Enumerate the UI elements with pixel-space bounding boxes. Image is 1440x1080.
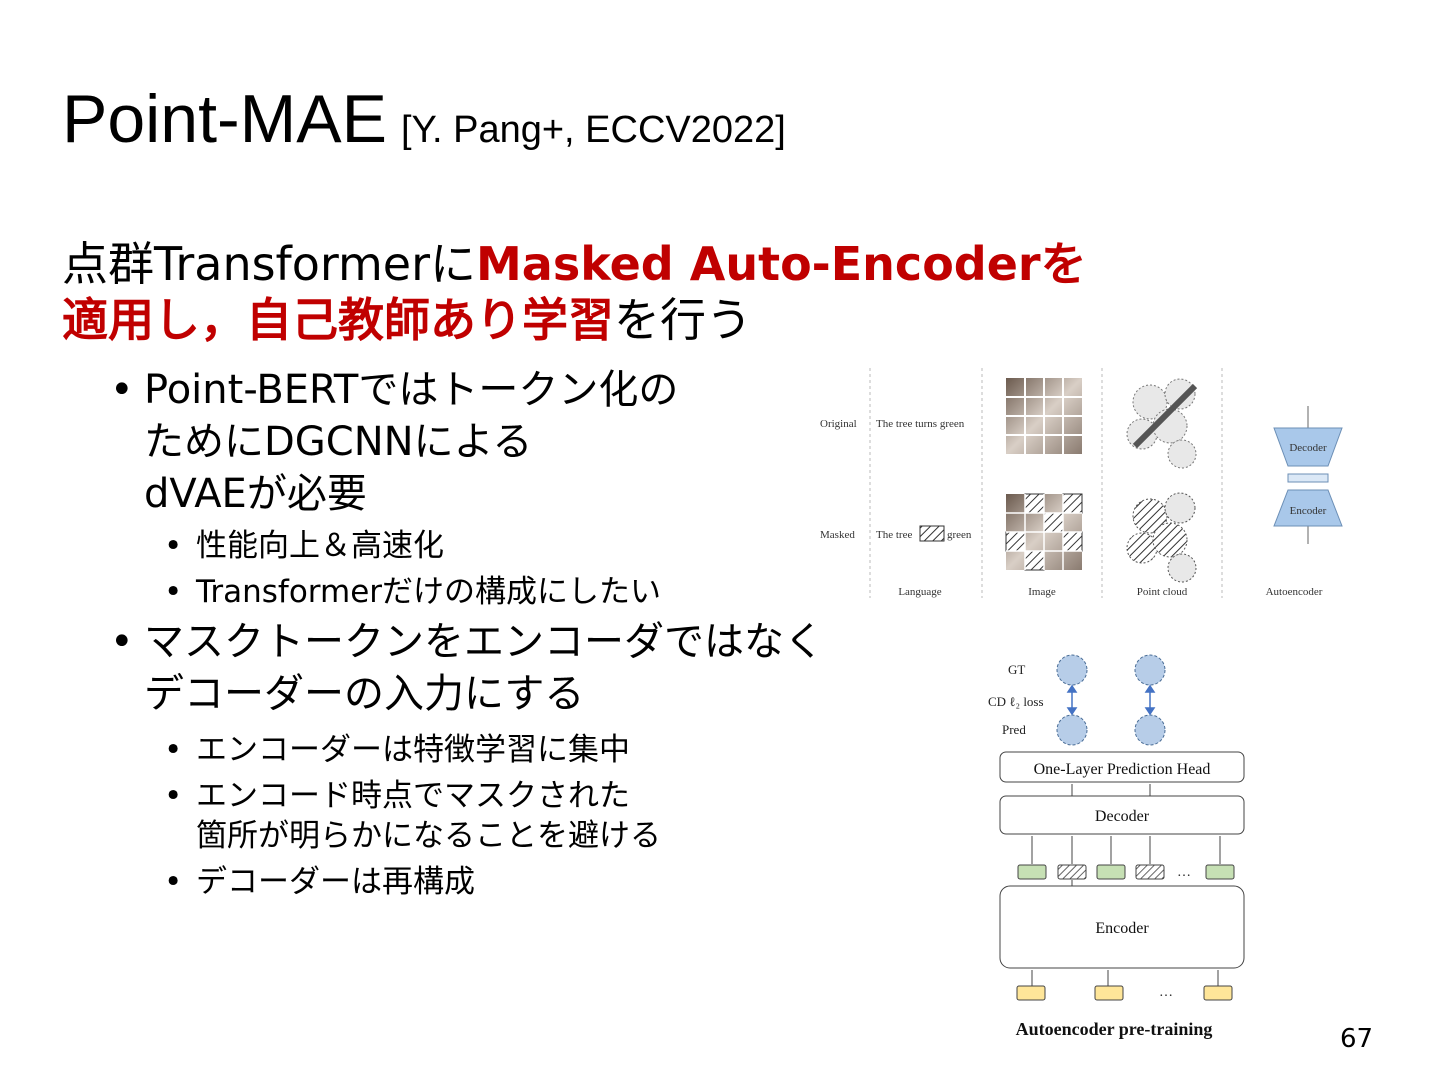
- col-label-autoencoder: Autoencoder: [1266, 586, 1323, 598]
- sub-bullet-line: 箇所が明らかになることを避ける: [196, 818, 661, 854]
- lead-line2-plain: を行う: [614, 293, 752, 347]
- image-masked: [1005, 493, 1083, 571]
- decoder-input-arrows: [1031, 836, 1221, 864]
- pred-label: Pred: [1002, 722, 1026, 737]
- slide-title: Point-MAE [Y. Pang+, ECCV2022]: [62, 80, 786, 158]
- decoder-tokens-ellipsis: …: [1177, 865, 1191, 880]
- row-label-original: Original: [820, 418, 857, 430]
- bullet-line: マスクトークンをエンコーダではなく: [144, 619, 824, 665]
- bullet-line: デコーダーの入力にする: [144, 671, 585, 717]
- lead-text: 点群TransformerにMasked Auto-Encoderを 適用し，自…: [62, 236, 1087, 348]
- lead-line2-highlight: 適用し，自己教師あり学習: [62, 293, 614, 347]
- top-decoder-label: Decoder: [1289, 442, 1327, 454]
- bullet-line: Point-BERTではトークン化の: [144, 367, 679, 413]
- encoder-box: [999, 885, 1245, 969]
- masking-modalities-figure: Original Masked The tree turns green The…: [820, 368, 1343, 598]
- sub-bullet: エンコード時点でマスクされた 箇所が明らかになることを避ける: [164, 776, 824, 856]
- autoencoder-pretraining-figure: GT CD ℓ₂ loss Pred One-Layer Prediction …: [988, 654, 1245, 1039]
- masked-word-box: [919, 525, 945, 542]
- gt-label: GT: [1008, 662, 1025, 677]
- bullet-line: dVAEが必要: [144, 471, 367, 517]
- autoencoder-diagram: Decoder Encoder: [1273, 406, 1343, 544]
- cd-loss-label: CD ℓ₂ loss: [988, 694, 1044, 709]
- bullet-line: ためにDGCNNによる: [144, 419, 533, 465]
- encoder-input-arrows: [1031, 970, 1219, 986]
- decoder-input-tokens: [1017, 864, 1235, 880]
- title-citation: [Y. Pang+, ECCV2022]: [401, 109, 786, 151]
- encoder-label: Encoder: [1095, 920, 1149, 937]
- sub-bullet: エンコーダーは特徴学習に集中: [164, 730, 824, 770]
- prediction-head-box: [999, 751, 1245, 783]
- row-label-masked: Masked: [820, 529, 855, 541]
- gt-pred-circles: [1056, 654, 1166, 746]
- col-label-language: Language: [898, 586, 941, 598]
- bullet-point-bert: Point-BERTではトークン化の ためにDGCNNによる dVAEが必要: [110, 364, 824, 520]
- lead-line1-plain: 点群Transformerに: [62, 237, 477, 291]
- decoder-label: Decoder: [1095, 808, 1150, 825]
- encoder-tokens-ellipsis: …: [1159, 985, 1173, 1000]
- lead-line1-highlight: Masked Auto-Encoderを: [476, 237, 1087, 291]
- bullet-list: Point-BERTではトークン化の ためにDGCNNによる dVAEが必要 性…: [110, 364, 824, 902]
- col-label-point-cloud: Point cloud: [1137, 586, 1188, 598]
- top-encoder-label: Encoder: [1290, 505, 1327, 517]
- language-original-text: The tree turns green: [876, 418, 965, 430]
- sub-bullet: 性能向上＆高速化: [164, 526, 824, 566]
- point-cloud-masked: [1126, 492, 1197, 583]
- loss-arrows: [1066, 684, 1156, 716]
- bullet-mask-token: マスクトークンをエンコーダではなく デコーダーの入力にする: [110, 616, 824, 720]
- page-number: 67: [1340, 1024, 1374, 1054]
- image-original: [1006, 378, 1082, 454]
- col-label-image: Image: [1028, 586, 1056, 598]
- title-main: Point-MAE: [62, 81, 387, 157]
- prediction-head-label: One-Layer Prediction Head: [1034, 761, 1211, 778]
- point-cloud-original: [1126, 378, 1198, 469]
- sub-bullet: Transformerだけの構成にしたい: [164, 572, 824, 612]
- sub-bullet-line: エンコード時点でマスクされた: [196, 778, 630, 814]
- decoder-box: [999, 795, 1245, 835]
- sub-bullet: デコーダーは再構成: [164, 862, 824, 902]
- language-masked-text-a: The tree: [876, 529, 912, 541]
- language-masked-text-b: green: [947, 529, 972, 541]
- figure-caption: Autoencoder pre-training: [1016, 1019, 1213, 1039]
- encoder-input-tokens: [1016, 985, 1233, 1001]
